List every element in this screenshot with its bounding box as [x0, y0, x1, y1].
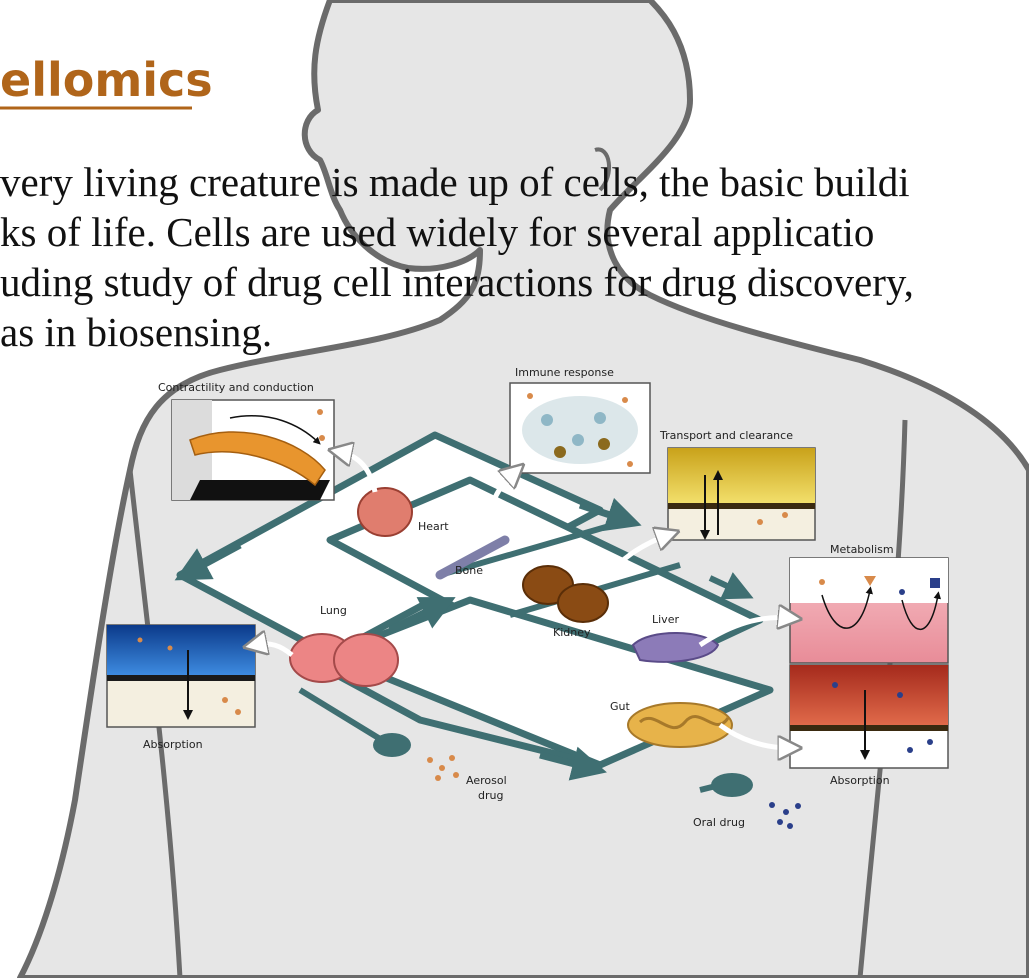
- label-bone: Bone: [455, 564, 483, 577]
- panel-metabolism-label: Metabolism: [830, 543, 894, 556]
- panel-contractility: [172, 400, 334, 500]
- label-aerosol-line1: Aerosol: [466, 774, 507, 787]
- body-line-1: very living creature is made up of cells…: [0, 159, 910, 205]
- panel-absorption-left: [107, 625, 255, 727]
- label-lung: Lung: [320, 604, 347, 617]
- label-oral-drug: Oral drug: [693, 816, 745, 829]
- panel-metabolism: [790, 558, 948, 663]
- label-heart: Heart: [418, 520, 449, 533]
- label-liver: Liver: [652, 613, 679, 626]
- panel-immune: [510, 383, 650, 473]
- gut-icon: [628, 703, 732, 747]
- lung-icon: [290, 634, 398, 686]
- heart-icon: [358, 488, 412, 536]
- body-line-4: as in biosensing.: [0, 309, 272, 355]
- panel-transport-label: Transport and clearance: [659, 429, 793, 442]
- panel-absorption-left-label: Absorption: [143, 738, 203, 751]
- body-line-2: ks of life. Cells are used widely for se…: [0, 209, 874, 255]
- panel-contractility-label: Contractility and conduction: [158, 381, 314, 394]
- label-gut: Gut: [610, 700, 630, 713]
- label-aerosol-line2: drug: [478, 789, 503, 802]
- panel-absorption-right-label: Absorption: [830, 774, 890, 787]
- panel-transport: [668, 448, 815, 540]
- page-title: ellomics: [0, 53, 213, 107]
- panel-absorption-right: [790, 665, 948, 768]
- panel-immune-label: Immune response: [515, 366, 614, 379]
- label-kidney: Kidney: [553, 626, 591, 639]
- body-line-3: uding study of drug cell interactions fo…: [0, 259, 914, 305]
